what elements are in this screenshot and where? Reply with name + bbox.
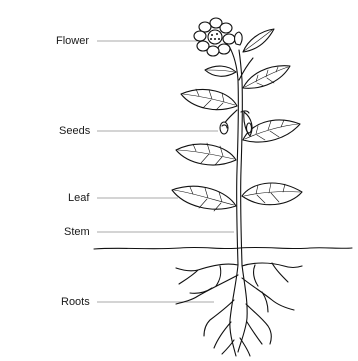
seeds-label: Seeds — [59, 125, 90, 137]
leaf-left-3 — [176, 143, 236, 165]
seed-pod-left — [220, 122, 228, 134]
leaf-label: Leaf — [68, 192, 89, 204]
leaf-left-2 — [181, 89, 237, 110]
leaf-right-2 — [243, 66, 290, 89]
stem-inner-edge — [239, 50, 242, 265]
ground-line — [94, 247, 352, 249]
leaf-right-top — [243, 29, 274, 52]
flower-bud — [235, 32, 243, 45]
flower — [194, 18, 235, 56]
leaf-left-top — [205, 66, 236, 76]
flower-label: Flower — [56, 35, 89, 47]
leaf-left-4 — [172, 186, 236, 211]
roots — [176, 263, 302, 356]
stem-label: Stem — [64, 226, 90, 238]
roots-label: Roots — [61, 296, 90, 308]
seed-branch — [224, 110, 237, 124]
leaf-right-4 — [242, 183, 302, 205]
